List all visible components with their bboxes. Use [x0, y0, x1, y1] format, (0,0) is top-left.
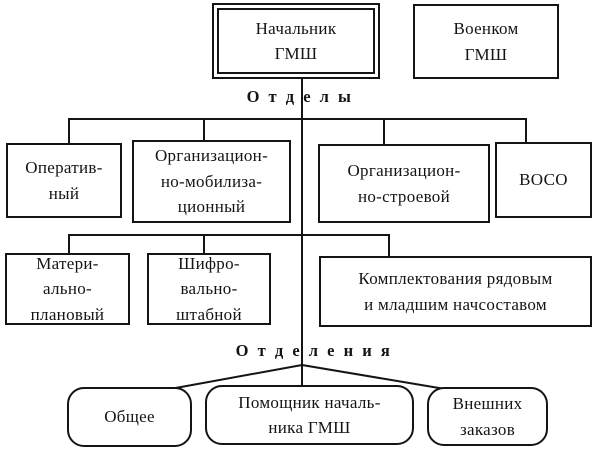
box-orgstroy-line1: Организацион-: [347, 161, 461, 180]
box-orgmob-line3: ционный: [177, 197, 246, 217]
box-manning-line1: Комплектования рядовым: [358, 269, 553, 288]
box-assistant-chief-division: Помощник началь- ника ГМШ: [205, 385, 414, 445]
box-operational-line1: Оператив-: [25, 158, 103, 177]
box-cipher-line1: Шифро-: [178, 253, 240, 273]
box-external-orders-division: Внешних заказов: [427, 387, 548, 446]
box-material-planning-dept: Матери- ально- плановый: [5, 253, 130, 325]
box-chief-gmsh-label-line1: Начальник: [255, 18, 337, 38]
box-commissar-gmsh: Военком ГМШ: [413, 4, 559, 79]
box-orgstroy-line2: но-строевой: [357, 186, 450, 206]
box-cipher-line2: вально-: [180, 279, 238, 299]
box-operational-line2: ный: [48, 183, 80, 203]
box-manning-dept: Комплектования рядовым и младшим начсост…: [319, 256, 592, 327]
box-org-mobilization-dept: Организацион- но-мобилиза- ционный: [132, 140, 291, 223]
box-external-line1: Внешних: [452, 394, 523, 413]
box-orgmob-line2: но-мобилиза-: [160, 171, 263, 191]
box-chief-gmsh: Начальник ГМШ: [212, 3, 380, 79]
box-orgmob-line1: Организацион-: [154, 146, 269, 166]
box-voso-dept: ВОСО: [495, 142, 592, 218]
box-material-line1: Матери-: [36, 253, 99, 273]
box-operational-dept: Оператив- ный: [6, 143, 122, 218]
box-general-division: Общее: [67, 387, 192, 447]
box-general-line1: Общее: [104, 407, 155, 427]
box-chief-gmsh-label-line2: ГМШ: [274, 44, 318, 63]
box-assistant-line1: Помощник началь-: [238, 392, 381, 412]
diagonal-to-general: [169, 364, 303, 390]
box-commissar-gmsh-label-line2: ГМШ: [464, 44, 508, 64]
box-material-line3: плановый: [30, 304, 105, 324]
box-external-line2: заказов: [459, 419, 516, 439]
box-material-line2: ально-: [43, 279, 92, 299]
box-org-stroevoy-dept: Организацион- но-строевой: [318, 144, 490, 223]
box-cipher-line3: штабной: [176, 304, 242, 324]
box-assistant-line2: ника ГМШ: [268, 418, 351, 437]
diagonal-to-external: [301, 364, 446, 390]
box-manning-line2: и младшим начсоставом: [364, 294, 547, 314]
box-chief-gmsh-inner-frame: Начальник ГМШ: [217, 8, 375, 74]
box-commissar-gmsh-label-line1: Военком: [453, 19, 519, 38]
box-cipher-staff-dept: Шифро- вально- штабной: [147, 253, 271, 325]
box-voso-line1: ВОСО: [519, 170, 568, 190]
